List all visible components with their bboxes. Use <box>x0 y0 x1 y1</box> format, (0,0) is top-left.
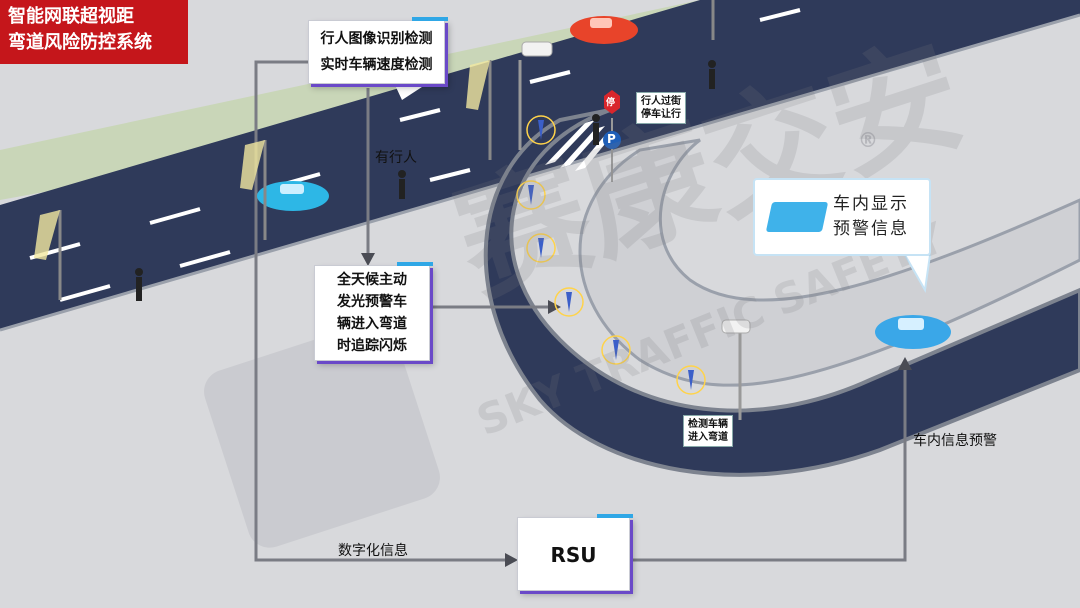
main-road <box>0 0 1080 330</box>
flow-lines <box>254 60 907 562</box>
in-vehicle-display-box: 车内显示 预警信息 <box>753 178 931 256</box>
label-pedestrian-present: 有行人 <box>375 150 417 166</box>
title-line-1: 智能网联超视距 <box>8 6 134 27</box>
curve-road <box>483 108 1080 477</box>
detect-callout-tail <box>395 85 425 100</box>
box-accent <box>597 514 633 518</box>
car-blue-curve <box>875 315 951 349</box>
system-title: 智能网联超视距 弯道风险防控系统 <box>0 0 188 64</box>
curve-island <box>578 138 1080 387</box>
watermark-registered-mark: ® <box>858 128 878 152</box>
display-line-2: 预警信息 <box>833 219 909 239</box>
display-line-1: 车内显示 <box>833 194 909 214</box>
active-warning-box: 全天候主动 发光预警车 辆进入弯道 时追踪闪烁 <box>314 262 433 361</box>
sign-line-2: 停车让行 <box>641 109 681 120</box>
delineators <box>528 120 694 390</box>
sign-line-1: 行人过街 <box>641 96 681 107</box>
detection-line-2: 实时车辆速度检测 <box>320 57 433 73</box>
map-icon <box>765 202 829 232</box>
rsu-box: RSU <box>517 514 633 591</box>
warning-line-4: 时追踪闪烁 <box>337 338 407 354</box>
car-blue-highway <box>257 181 329 211</box>
rsu-label: RSU <box>550 543 597 567</box>
car-red <box>570 16 638 44</box>
warning-line-2: 发光预警车 <box>337 294 407 310</box>
label-in-vehicle-warning: 车内信息预警 <box>913 433 997 449</box>
delineator-glow <box>516 115 706 395</box>
warning-line-3: 辆进入弯道 <box>337 316 407 332</box>
camera-curve <box>721 319 751 420</box>
title-line-2: 弯道风险防控系统 <box>8 32 152 53</box>
sign-posts <box>603 90 621 182</box>
road-curb <box>0 13 1080 332</box>
stop-sign-glyph: 停 <box>606 98 616 108</box>
detection-line-1: 行人图像识别检测 <box>320 31 433 47</box>
box-accent <box>412 17 448 21</box>
sign-line-1: 检测车辆 <box>688 419 728 430</box>
display-text: 车内显示 预警信息 <box>833 192 909 242</box>
flow-arrowheads <box>361 253 912 567</box>
parking-sign-glyph: P <box>607 132 616 146</box>
sign-line-2: 进入弯道 <box>688 432 728 443</box>
street-lights <box>34 0 715 300</box>
camera-top <box>518 41 553 150</box>
warning-line-1: 全天候主动 <box>337 272 407 288</box>
detect-vehicle-sign-label: 检测车辆 进入弯道 <box>683 415 733 447</box>
detection-box: 行人图像识别检测 实时车辆速度检测 <box>308 17 448 84</box>
pedestrian-figures <box>135 60 716 301</box>
pedestrian-crossing-sign-label: 行人过街 停车让行 <box>636 92 686 124</box>
label-digital-info: 数字化信息 <box>338 543 408 559</box>
box-accent <box>397 262 433 266</box>
